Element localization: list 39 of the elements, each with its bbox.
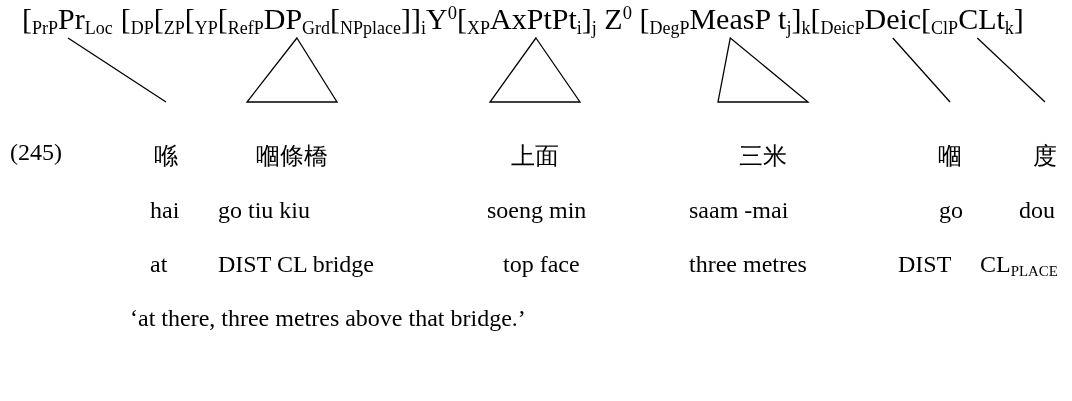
- triangle-connector: [717, 36, 810, 103]
- gloss-text: DIST CL bridge: [218, 250, 374, 279]
- word-text: 三米: [739, 142, 787, 171]
- bracket-label: t$_{k}$]: [996, 2, 1024, 36]
- category-label: Deic: [864, 2, 922, 36]
- tree-branch: [976, 37, 1046, 103]
- gloss-text: CL$_{PLACE}$: [980, 250, 1058, 279]
- word-text: 嗰: [938, 142, 962, 171]
- tree-branch: [892, 37, 951, 103]
- gloss-text: at: [150, 250, 168, 279]
- bracket-label: [$_{PrP}$: [22, 2, 58, 36]
- word-text: 上面: [511, 142, 559, 171]
- bracket-label: t$_{j}$]$_{k}$[$_{DeicP}$: [778, 2, 865, 36]
- gloss-text: three metres: [689, 250, 807, 279]
- gloss-text: top face: [503, 250, 580, 279]
- category-label: AxPtPt$_{i}$: [490, 2, 582, 36]
- romanization-text: dou: [1019, 196, 1055, 225]
- romanization-text: saam -mai: [689, 196, 789, 225]
- category-label: MeasP: [689, 2, 772, 36]
- bracket-label: [$_{DP}$[$_{ZP}$[$_{YP}$[$_{RefP}$: [120, 2, 264, 36]
- romanization-text: go: [939, 196, 963, 225]
- bracket-label: ]$_{j}$ Z$^{0}$ [$_{DegP}$: [581, 2, 690, 36]
- example-number: (245): [10, 138, 62, 167]
- bracket-label: [$_{NPplace}$]]$_{i}$Y$^{0}$[$_{XP}$: [330, 2, 491, 36]
- category-label: CL: [958, 2, 997, 36]
- word-text: 喺: [154, 142, 178, 171]
- gloss-text: DIST: [898, 250, 952, 279]
- triangle-connector: [488, 36, 582, 103]
- category-label: Pr$_{Loc}$: [58, 2, 113, 36]
- tree-branch: [67, 37, 167, 103]
- word-text: 嗰條橋: [256, 142, 328, 171]
- triangle-connector: [245, 36, 339, 103]
- translation-text: ‘at there, three metres above that bridge.’: [130, 304, 526, 333]
- bracket-label: [$_{ClP}$: [921, 2, 959, 36]
- romanization-text: go tiu kiu: [218, 196, 310, 225]
- romanization-text: hai: [150, 196, 180, 225]
- word-text: 度: [1033, 142, 1057, 171]
- romanization-text: soeng min: [487, 196, 587, 225]
- category-label: DP$_{Grd}$: [263, 2, 331, 36]
